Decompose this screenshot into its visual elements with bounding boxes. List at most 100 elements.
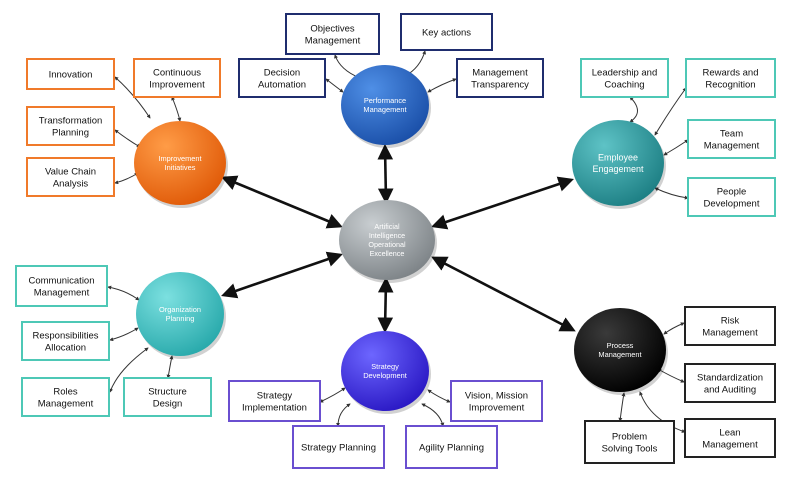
agility-box: Agility Planning <box>405 425 498 469</box>
communication-line-2: Management <box>34 287 90 298</box>
connector-continuous <box>171 96 182 122</box>
agility-line-1: Agility Planning <box>419 442 484 453</box>
continuous-box-frame <box>133 58 221 98</box>
connector-responsibilities <box>109 327 139 342</box>
mgmt-transparency-box-frame <box>456 58 544 98</box>
employee-hub-line-2: Engagement <box>592 164 644 174</box>
arrow-center-performance <box>377 143 394 205</box>
process-hub-line-2: Management <box>598 350 641 359</box>
connector-agility <box>421 403 445 427</box>
connector-problem <box>618 392 626 422</box>
responsibilities-box-frame <box>21 321 110 361</box>
people-box-frame <box>687 177 776 217</box>
roles-line-2: Management <box>38 398 94 409</box>
strategy-hub-line-1: Strategy <box>371 362 399 371</box>
mgmt-transparency-line-1: Management <box>472 67 528 78</box>
communication-box-frame <box>15 265 108 307</box>
value-chain-box-frame <box>26 157 115 197</box>
people-line-1: People <box>717 186 747 197</box>
rewards-line-1: Rewards and <box>703 67 759 78</box>
rewards-line-2: Recognition <box>705 79 755 90</box>
center-line-4: Excellence <box>370 249 405 258</box>
performance-hub-line-2: Management <box>363 105 406 114</box>
objectives-line-1: Objectives <box>310 23 355 34</box>
performance-hub-line-1: Performance <box>364 96 406 105</box>
value-chain-line-2: Analysis <box>53 178 89 189</box>
process-hub-line-1: Process <box>607 341 634 350</box>
strat-impl-line-2: Implementation <box>242 402 307 413</box>
lean-line-2: Management <box>702 439 758 450</box>
objectives-line-2: Management <box>305 35 361 46</box>
responsibilities-line-1: Responsibilities <box>32 330 98 341</box>
process-hub-circle <box>574 308 666 392</box>
strategy-hub-circle <box>341 331 429 411</box>
team-line-2: Management <box>704 140 760 151</box>
transformation-line-2: Planning <box>52 127 89 138</box>
vision-line-1: Vision, Mission <box>465 390 528 401</box>
risk-box-frame <box>684 306 776 346</box>
team-box-frame <box>687 119 776 159</box>
people-line-2: Development <box>704 198 760 209</box>
arrow-center-process <box>431 256 576 332</box>
center-line-3: Operational <box>368 240 406 249</box>
strat-impl-box-frame <box>228 380 321 422</box>
strat-impl-line-1: Strategy <box>257 390 293 401</box>
connector-decision <box>325 78 344 93</box>
arrow-center-employee <box>431 176 574 230</box>
mgmt-transparency-line-2: Transparency <box>471 79 529 90</box>
standardization-line-2: and Auditing <box>704 384 756 395</box>
leadership-line-1: Leadership and <box>592 67 658 78</box>
connector-mgmt-transparency <box>427 78 457 93</box>
key-actions-box-frame <box>400 13 493 51</box>
problem-line-2: Solving Tools <box>602 443 658 454</box>
risk-line-1: Risk <box>721 315 740 326</box>
transformation-line-1: Transformation <box>39 115 103 126</box>
strat-planning-box-frame <box>292 425 385 469</box>
risk-line-2: Management <box>702 327 758 338</box>
improvement-hub-circle <box>134 121 226 205</box>
connector-rewards <box>654 87 687 136</box>
structure-line-2: Design <box>153 398 183 409</box>
organization-hub-line-2: Planning <box>166 314 195 323</box>
employee-hub-circle <box>572 120 664 206</box>
lean-line-1: Lean <box>719 427 740 438</box>
arrow-center-strategy <box>377 276 394 334</box>
standardization-line-1: Standardization <box>697 372 763 383</box>
employee-hub-line-1: Employee <box>598 153 638 163</box>
lean-box-frame <box>684 418 776 458</box>
connector-structure <box>166 355 174 379</box>
center-line-1: Artificial <box>374 222 400 231</box>
connector-value-chain <box>114 172 139 185</box>
problem-box-frame <box>584 420 675 464</box>
continuous-line-1: Continuous <box>153 67 201 78</box>
improvement-hub-line-2: Initiatives <box>165 163 196 172</box>
arrow-center-improvement <box>221 175 343 229</box>
organization-hub-line-1: Organization <box>159 305 201 314</box>
value-chain-line-1: Value Chain <box>45 166 96 177</box>
connector-risk <box>663 322 685 335</box>
rewards-box-frame <box>685 58 776 98</box>
leadership-box-frame <box>580 58 669 98</box>
connector-communication <box>107 285 140 301</box>
key-actions-line-1: Key actions <box>422 27 471 38</box>
structure-box-frame <box>123 377 212 417</box>
decision-line-2: Automation <box>258 79 306 90</box>
